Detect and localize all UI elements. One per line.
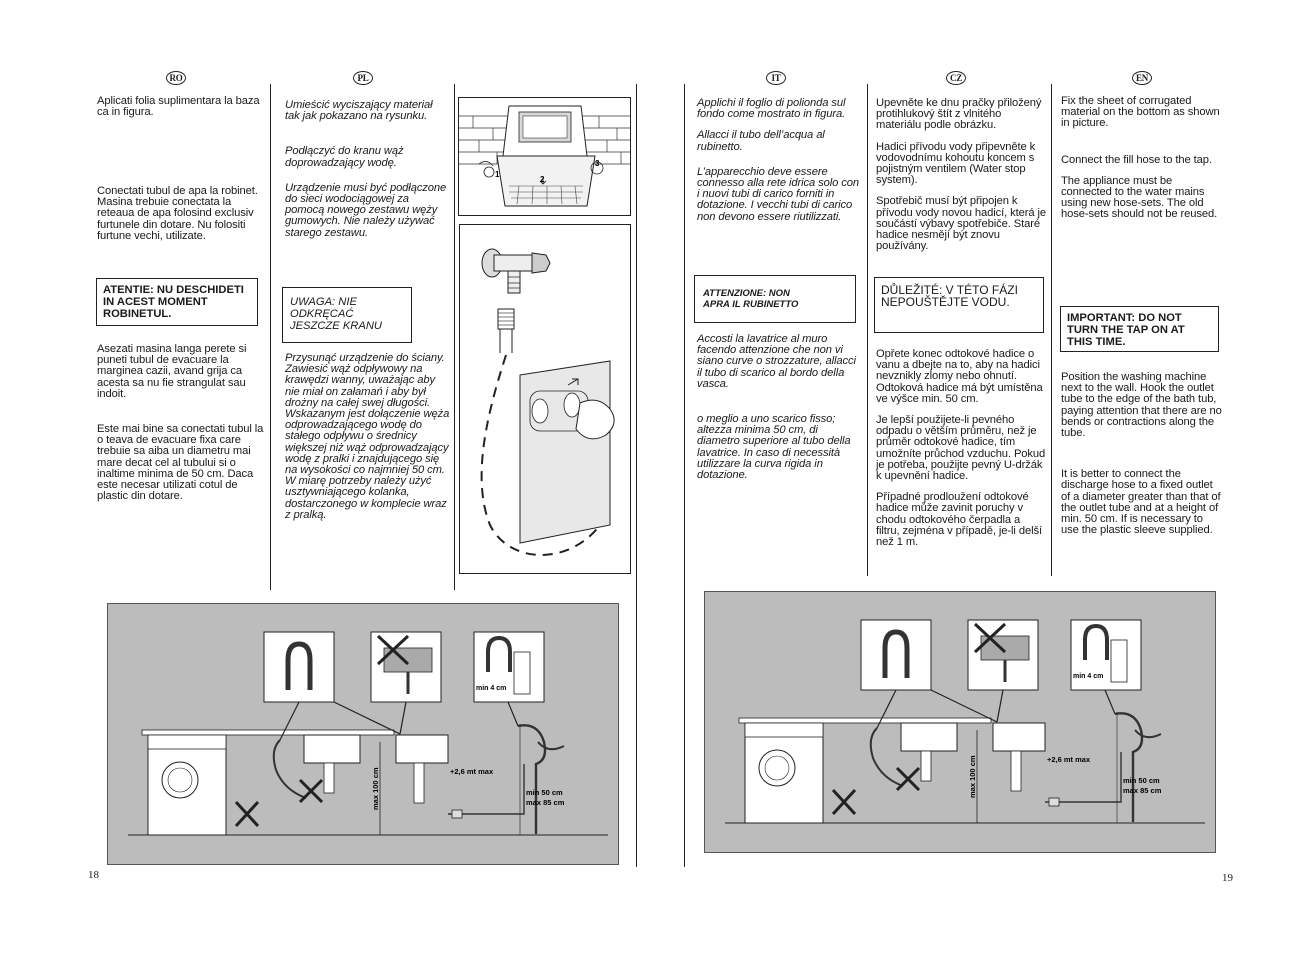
ro-paragraph: Este mai bine sa conectati tubul la o te… xyxy=(97,423,264,503)
it-paragraph: Accosti la lavatrice al muro facendo att… xyxy=(697,333,856,390)
dim-label-max85: max 85 cm xyxy=(526,798,565,807)
ro-column: Aplicati folia suplimentara la baza ca i… xyxy=(97,95,265,252)
drain-diagram-left: min 4 cm xyxy=(107,603,619,865)
cz-paragraph: Případné prodloužení odtokové hadice můž… xyxy=(876,491,1042,549)
col-divider xyxy=(454,84,455,590)
drain-diagram-right: min 4 cm max 100 cm +2,6 mt max min xyxy=(704,591,1216,853)
en-paragraph: Fix the sheet of corrugated material on … xyxy=(1061,95,1220,130)
lang-badge-cz: CZ xyxy=(946,71,966,85)
en-paragraph: Position the washing machine next to the… xyxy=(1061,371,1222,440)
lang-badge-pl: PL xyxy=(353,71,373,85)
en-column: Fix the sheet of corrugated material on … xyxy=(1061,95,1223,231)
it-column: Applichi il foglio di polionda sul fondo… xyxy=(697,97,861,233)
dim-label-plus26: +2,6 mt max xyxy=(1047,755,1091,764)
ro-column-lower: Asezati masina langa perete si puneti tu… xyxy=(97,343,265,512)
pl-column: Umieścić wyciszający materiał tak jak po… xyxy=(285,99,450,249)
it-paragraph: o meglio a uno scarico fisso; altezza mi… xyxy=(697,413,851,482)
tap-hose-illustration xyxy=(480,248,615,556)
step-label-2: 2 xyxy=(540,175,545,184)
it-paragraph: Applichi il foglio di polionda sul fondo… xyxy=(697,97,846,121)
en-warning-box: IMPORTANT: DO NOT TURN THE TAP ON AT THI… xyxy=(1060,306,1219,352)
pl-column-lower: Przysunąć urządzenie do ściany. Zawiesić… xyxy=(285,352,450,531)
tap-hose-figure xyxy=(459,224,631,574)
dim-label-max85: max 85 cm xyxy=(1123,786,1162,795)
ro-paragraph: Aplicati folia suplimentara la baza ca i… xyxy=(97,95,260,119)
cz-column-lower: Opřete konec odtokové hadice o vanu a db… xyxy=(876,348,1046,558)
it-column-lower: Accosti la lavatrice al muro facendo att… xyxy=(697,333,861,491)
en-paragraph: It is better to connect the discharge ho… xyxy=(1061,468,1221,537)
ro-warning-box: ATENTIE: NU DESCHIDETI IN ACEST MOMENT R… xyxy=(96,278,258,326)
dim-label-min4: min 4 cm xyxy=(476,685,506,692)
cz-paragraph: Je lepší použijete-li pevného odpadu o v… xyxy=(876,414,1046,483)
ro-paragraph: Asezati masina langa perete si puneti tu… xyxy=(97,343,247,400)
dim-label-min50: min 50 cm xyxy=(526,788,563,797)
cz-paragraph: Spotřebič musí být připojen k přívodu vo… xyxy=(876,195,1047,253)
pl-paragraph: Podłączyć do kranu wąż doprowadzający wo… xyxy=(285,145,404,169)
dim-label-max100: max 100 cm xyxy=(968,755,977,798)
ro-paragraph: Conectati tubul de apa la robinet. Masin… xyxy=(97,185,258,242)
pl-paragraph: Umieścić wyciszający materiał tak jak po… xyxy=(285,99,433,123)
en-paragraph: The appliance must be connected to the w… xyxy=(1061,174,1218,221)
en-paragraph: Connect the fill hose to the tap. xyxy=(1061,153,1212,166)
en-column-lower: Position the washing machine next to the… xyxy=(1061,371,1223,546)
cz-paragraph: Upevněte ke dnu pračky přiložený protihl… xyxy=(876,97,1042,132)
col-divider xyxy=(867,84,868,576)
cz-paragraph: Opřete konec odtokové hadice o vanu a db… xyxy=(876,348,1043,405)
lang-badge-en: EN xyxy=(1132,71,1152,85)
lang-badge-it: IT xyxy=(766,71,786,85)
page-number-left: 18 xyxy=(88,869,99,881)
it-warning-box: ATTENZIONE: NON APRA IL RUBINETTO xyxy=(694,275,856,323)
lang-badge-ro: RO xyxy=(166,71,186,85)
drain-diagram-illustration: min 4 cm max 100 cm +2,6 mt max min xyxy=(725,619,1205,824)
cz-paragraph: Hadici přívodu vody připevněte k vodovod… xyxy=(876,140,1036,187)
page-edge-line xyxy=(636,84,637,867)
pl-paragraph: Urządzenie musi być podłączone do sieci … xyxy=(285,181,447,239)
it-paragraph: L’apparecchio deve essere connesso alla … xyxy=(697,165,860,223)
col-divider xyxy=(270,84,271,590)
cz-warning-box: DŮLEŽITÉ: V TÉTO FÁZI NEPOUŠTĚJTE VODU. xyxy=(874,277,1044,333)
dim-label-min50: min 50 cm xyxy=(1123,776,1160,785)
cz-column: Upevněte ke dnu pračky přiložený protihl… xyxy=(876,97,1047,262)
drain-diagram-illustration: min 4 cm xyxy=(128,631,608,836)
back-panel-illustration: 1 2 3 xyxy=(459,105,630,207)
page-edge-line xyxy=(684,84,685,867)
dim-label-plus26: +2,6 mt max xyxy=(450,767,494,776)
page-number-right: 19 xyxy=(1222,872,1233,884)
step-label-3: 3 xyxy=(595,159,600,168)
dim-label-min4: min 4 cm xyxy=(1073,673,1103,680)
step-label-1: 1 xyxy=(495,170,500,179)
dim-label-max100: max 100 cm xyxy=(371,767,380,810)
back-panel-figure: 1 2 3 xyxy=(458,97,631,216)
col-divider xyxy=(1051,84,1052,576)
pl-warning-box: UWAGA: NIE ODKRĘCAĆ JESZCZE KRANU xyxy=(282,287,412,343)
it-paragraph: Allacci il tubo dell’acqua al rubinetto. xyxy=(697,129,825,153)
pl-paragraph: Przysunąć urządzenie do ściany. Zawiesić… xyxy=(285,352,450,521)
